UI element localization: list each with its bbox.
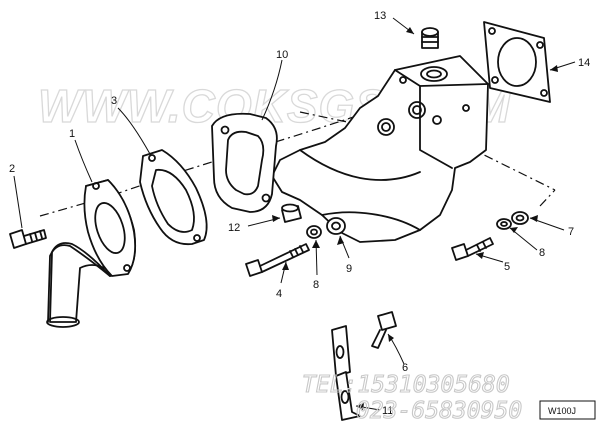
callout-4: 4 [276, 288, 282, 300]
callout-numbers: 1 2 3 10 13 14 12 4 8 9 7 8 5 6 11 [9, 10, 590, 417]
part-3-flange-gasket [139, 149, 208, 246]
part-2-cap-screw [9, 229, 47, 249]
callout-12: 12 [228, 222, 240, 234]
part-8-lock-washer-right [496, 218, 512, 230]
callout-6: 6 [402, 362, 408, 374]
part-9-plain-washer [326, 217, 346, 235]
part-5-cap-screw [451, 237, 494, 261]
figure-code: W100J [548, 406, 576, 416]
part-12-sleeve [281, 203, 302, 223]
part-6-cap-screw [371, 311, 397, 349]
callout-14: 14 [578, 57, 590, 69]
part-8-lock-washer-center [306, 225, 322, 239]
support-bracket [331, 325, 361, 421]
callout-arrowheads [272, 27, 558, 410]
callout-11: 11 [382, 405, 393, 417]
callout-8-center: 8 [313, 279, 319, 291]
figure-code-box: W100J [539, 400, 596, 420]
part-4-long-cap-screw [245, 243, 310, 277]
part-7-plain-washer [511, 211, 529, 225]
callout-7: 7 [568, 226, 574, 238]
callout-9: 9 [346, 263, 352, 275]
callout-2: 2 [9, 163, 15, 175]
callout-1: 1 [69, 128, 75, 140]
watermark-tel: TEL:15310305680 [302, 372, 510, 398]
part-1-elbow [46, 179, 137, 328]
callout-3: 3 [111, 95, 117, 107]
watermark-phone: 023-65830950 [356, 398, 522, 424]
callout-13: 13 [374, 10, 386, 22]
part-13-pipe-plug [421, 27, 439, 49]
callout-5: 5 [504, 261, 510, 273]
part-14-flange-gasket [483, 21, 551, 103]
part-11-outlet-housing [271, 55, 489, 243]
callout-8-right: 8 [539, 247, 545, 259]
part-10-gasket [211, 112, 278, 213]
callout-10: 10 [276, 49, 288, 61]
